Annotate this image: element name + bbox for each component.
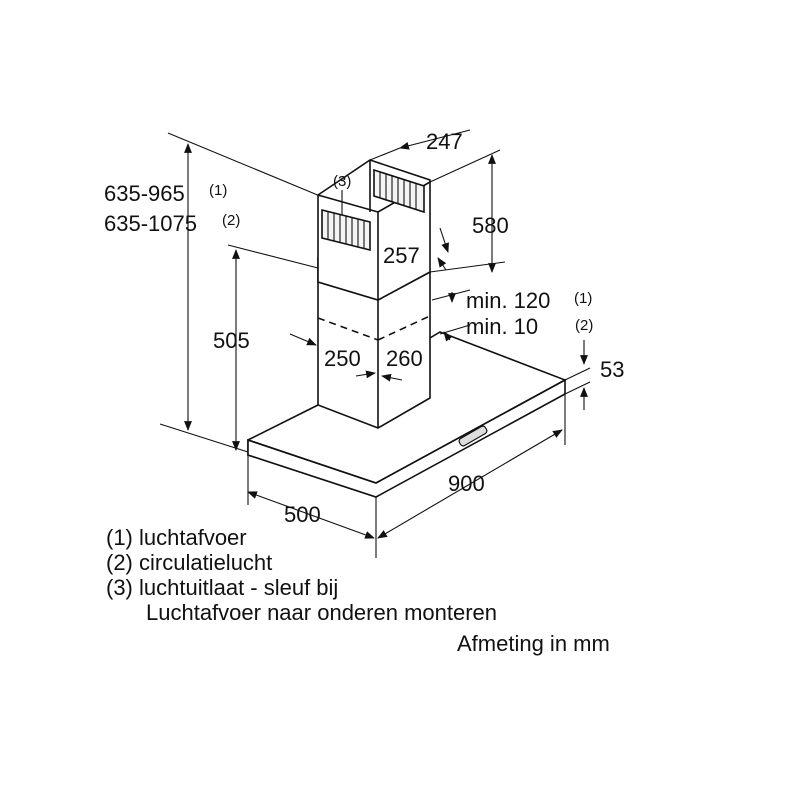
total-height-2-note: (2) (222, 212, 240, 229)
vent-slots-right (373, 168, 425, 214)
canopy-depth: 500 (284, 502, 321, 527)
canopy-thickness: 53 (600, 357, 624, 382)
total-height-2: 635-1075 (104, 211, 197, 236)
lower-chimney-height: 505 (213, 328, 250, 353)
min-120: min. 120 (466, 288, 550, 313)
dimension-lines (184, 129, 588, 539)
extension-lines (159, 132, 591, 558)
vent-slots-left (321, 208, 371, 252)
min-10: min. 10 (466, 314, 538, 339)
vent-callout: (3) (333, 173, 351, 190)
dimension-labels: 635-965 (1) 635-1075 (2) (3) 247 580 257… (104, 129, 624, 527)
legend-item-2: (2) circulatielucht (106, 550, 272, 575)
canopy-width: 900 (448, 471, 485, 496)
total-height-1-note: (1) (209, 182, 227, 199)
upper-chimney-width: 257 (383, 243, 420, 268)
lower-chimney-width: 250 (324, 346, 361, 371)
chimney-depth: 247 (426, 129, 463, 154)
legend: (1) luchtafvoer (2) circulatielucht (3) … (106, 525, 610, 656)
lower-chimney-depth: 260 (386, 346, 423, 371)
min-120-note: (1) (574, 290, 592, 307)
min-10-note: (2) (575, 317, 593, 334)
units-note: Afmeting in mm (457, 631, 610, 656)
legend-item-1: (1) luchtafvoer (106, 525, 247, 550)
legend-item-3-continuation: Luchtafvoer naar onderen monteren (146, 600, 497, 625)
legend-item-3: (3) luchtuitlaat - sleuf bij (106, 575, 338, 600)
total-height-1: 635-965 (104, 181, 185, 206)
upper-chimney-height: 580 (472, 213, 509, 238)
